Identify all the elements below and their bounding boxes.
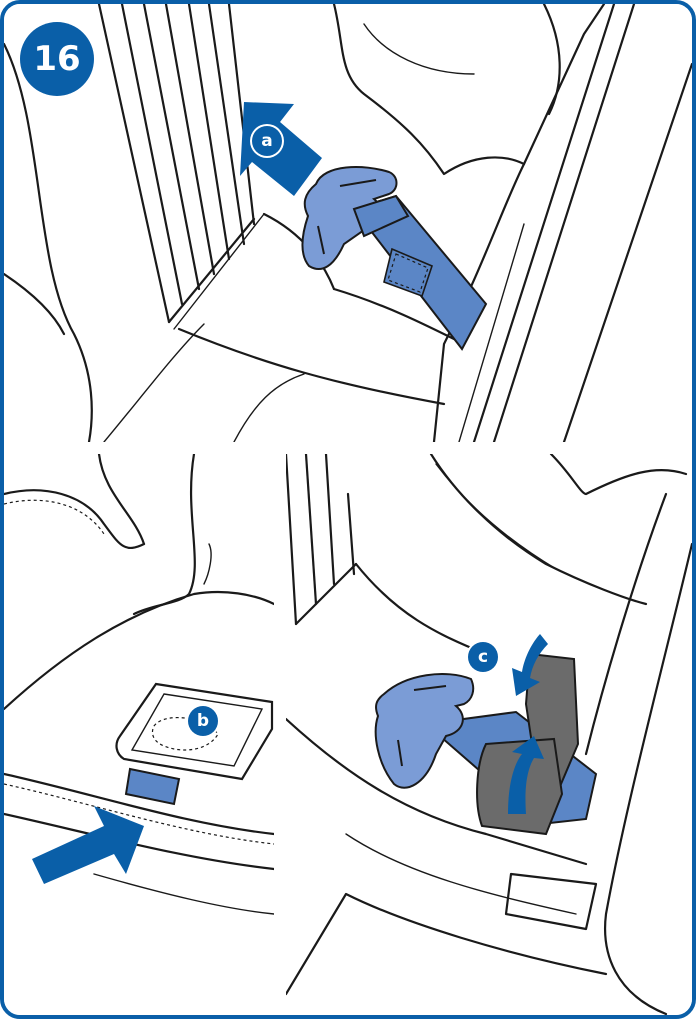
release-tab — [126, 769, 179, 804]
seat-ribs — [99, 4, 264, 329]
panel-bottom-left-release — [4, 454, 274, 1019]
divider-vertical — [274, 454, 286, 1019]
divider-horizontal — [4, 442, 692, 454]
illustration-top — [4, 4, 692, 442]
illustration-bottom-left — [4, 454, 274, 1019]
base-frame — [434, 4, 692, 442]
panel-bottom-right-lock — [286, 454, 692, 1019]
clip-lower — [376, 674, 473, 788]
arrow-a — [240, 102, 322, 196]
illustration-bottom-right — [286, 454, 692, 1019]
seat-ribs-lower — [286, 454, 356, 624]
seat-cushion — [334, 4, 604, 174]
arrow-b — [32, 806, 144, 884]
seat-back — [4, 454, 211, 614]
callout-b: b — [188, 706, 218, 736]
step-number-badge: 16 — [20, 22, 94, 96]
panel-top-strap-attach — [4, 4, 692, 442]
callout-c: c — [468, 642, 498, 672]
callout-a: a — [252, 126, 282, 156]
